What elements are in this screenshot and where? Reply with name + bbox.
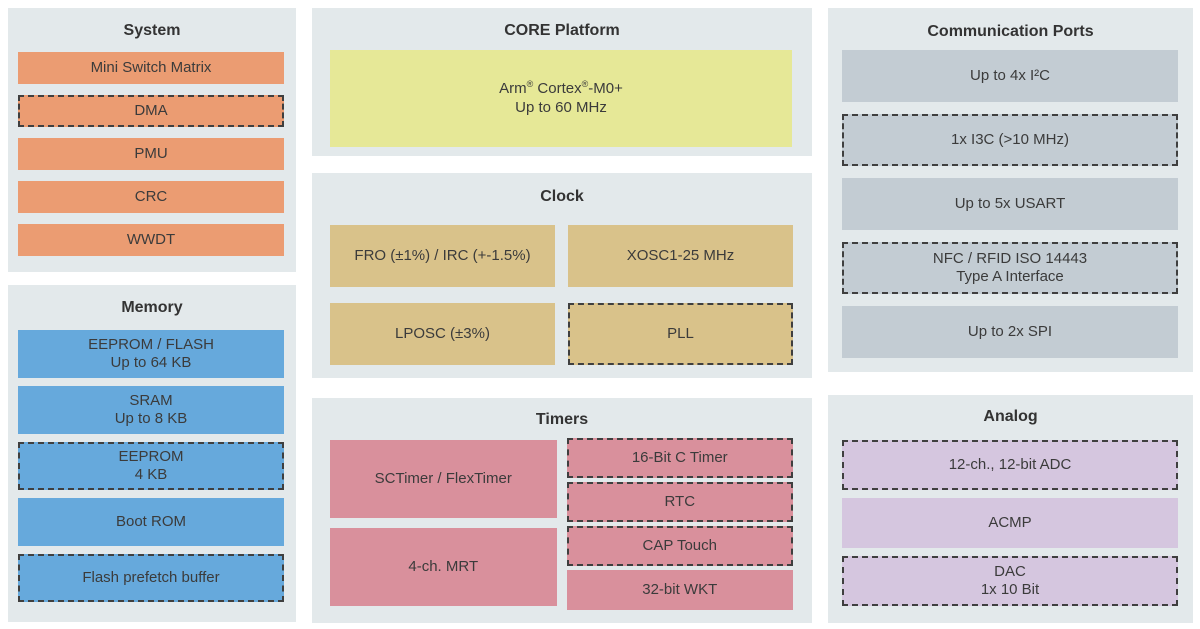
block-label-line1: Boot ROM [115,512,187,530]
block-16bit-c-timer: 16-Bit C Timer [566,438,793,478]
block-label: XOSC1-25 MHz [626,246,735,264]
block-label: LPOSC (±3%) [395,324,490,342]
block-lposc: LPOSC (±3%) [330,303,555,365]
block-cortex-m0plus: Arm® Cortex®-M0+ Up to 60 MHz [330,50,792,147]
block-label: 12-ch., 12-bit ADC [948,455,1072,473]
panel-clock: Clock FRO (±1%) / IRC (+-1.5%) XOSC1-25 … [312,173,812,378]
panel-core-platform: CORE Platform Arm® Cortex®-M0+ Up to 60 … [312,8,812,156]
block-label: 16-Bit C Timer [631,448,728,466]
block-crc: CRC [18,181,284,213]
registered-mark: ® [526,79,534,90]
block-label-line2: Type A Interface [956,268,1064,285]
block-label-line1: EEPROM [118,447,184,465]
block-label-line2: Up to 60 MHz [515,98,607,116]
timers-columns: SCTimer / FlexTimer 4-ch. MRT 16-Bit C T… [330,438,793,610]
block-fro-irc: FRO (±1%) / IRC (+-1.5%) [330,225,555,287]
block-pll: PLL [568,303,793,365]
block-label: PMU [134,144,168,162]
system-block-stack: Mini Switch Matrix DMA PMU CRC WWDT [18,52,284,256]
block-i3c: 1x I3C (>10 MHz) [842,114,1178,166]
comm-block-stack: Up to 4x I²C 1x I3C (>10 MHz) Up to 5x U… [842,50,1178,358]
panel-memory: Memory EEPROM / FLASH Up to 64 KB SRAM U… [8,285,296,622]
panel-title-timers: Timers [535,411,589,428]
block-label: Mini Switch Matrix [90,58,212,76]
block-nfc-rfid: NFC / RFID ISO 14443 Type A Interface [842,242,1178,294]
block-label-line1: Arm® Cortex®-M0+ [499,79,623,98]
panel-title-communication-ports: Communication Ports [927,23,1094,40]
block-label: DMA [134,101,168,119]
panel-system: System Mini Switch Matrix DMA PMU CRC WW… [8,8,296,272]
block-label: Up to 5x USART [954,194,1066,212]
block-label: RTC [664,492,696,510]
block-label-line1: NFC / RFID ISO 14443 [932,249,1088,267]
panel-title-core-platform: CORE Platform [504,22,620,39]
panel-title-analog: Analog [983,408,1038,425]
block-label-line2: 1x 10 Bit [980,581,1040,598]
block-label-line1: SRAM [129,391,173,409]
block-label-line1: DAC [994,562,1026,580]
block-label-line2: Up to 8 KB [114,410,188,427]
block-mrt: 4-ch. MRT [330,528,557,606]
panel-timers: Timers SCTimer / FlexTimer 4-ch. MRT 16-… [312,398,812,623]
block-label: CRC [134,187,168,205]
block-label: 1x I3C (>10 MHz) [951,130,1069,148]
block-label-line1: EEPROM / FLASH [88,335,214,353]
panel-title-clock: Clock [540,188,584,205]
block-label: WWDT [126,230,176,248]
block-xosc: XOSC1-25 MHz [568,225,793,287]
block-dma: DMA [18,95,284,127]
block-acmp: ACMP [842,498,1178,548]
analog-block-stack: 12-ch., 12-bit ADC ACMP DAC 1x 10 Bit [842,440,1178,606]
block-label: SCTimer / FlexTimer [374,469,512,487]
block-rtc: RTC [566,482,793,522]
clock-block-grid: FRO (±1%) / IRC (+-1.5%) XOSC1-25 MHz LP… [330,225,793,365]
block-boot-rom: Boot ROM [18,498,284,546]
block-label: Up to 4x I²C [969,66,1051,84]
block-adc: 12-ch., 12-bit ADC [842,440,1178,490]
block-i2c: Up to 4x I²C [842,50,1178,102]
block-flash-prefetch-buffer: Flash prefetch buffer [18,554,284,602]
block-label: Up to 2x SPI [967,322,1053,340]
block-dac: DAC 1x 10 Bit [842,556,1178,606]
block-usart: Up to 5x USART [842,178,1178,230]
block-label: 32-bit WKT [642,580,718,598]
panel-title-memory: Memory [121,299,183,316]
panel-analog: Analog 12-ch., 12-bit ADC ACMP DAC 1x 10… [828,395,1193,623]
block-label: FRO (±1%) / IRC (+-1.5%) [354,246,531,264]
block-eeprom-4kb: EEPROM 4 KB [18,442,284,490]
block-label: CAP Touch [642,536,718,554]
block-label: ACMP [988,513,1032,531]
block-eeprom-flash: EEPROM / FLASH Up to 64 KB [18,330,284,378]
block-mini-switch-matrix: Mini Switch Matrix [18,52,284,84]
block-sram: SRAM Up to 8 KB [18,386,284,434]
block-32bit-wkt: 32-bit WKT [566,570,793,610]
registered-mark: ® [581,79,589,90]
timers-left-column: SCTimer / FlexTimer 4-ch. MRT [330,440,557,610]
block-label-line2: 4 KB [134,466,168,483]
memory-block-stack: EEPROM / FLASH Up to 64 KB SRAM Up to 8 … [18,330,284,602]
block-label-line1: Flash prefetch buffer [82,568,220,586]
block-cap-touch: CAP Touch [566,526,793,566]
block-sctimer-flextimer: SCTimer / FlexTimer [330,440,557,518]
block-label: 4-ch. MRT [408,557,479,575]
block-pmu: PMU [18,138,284,170]
timers-right-column: 16-Bit C Timer RTC CAP Touch 32-bit WKT [566,438,793,610]
panel-communication-ports: Communication Ports Up to 4x I²C 1x I3C … [828,8,1193,372]
block-label: PLL [667,324,694,342]
block-label-line2: Up to 64 KB [110,354,192,371]
block-wwdt: WWDT [18,224,284,256]
block-spi: Up to 2x SPI [842,306,1178,358]
panel-title-system: System [123,22,181,39]
